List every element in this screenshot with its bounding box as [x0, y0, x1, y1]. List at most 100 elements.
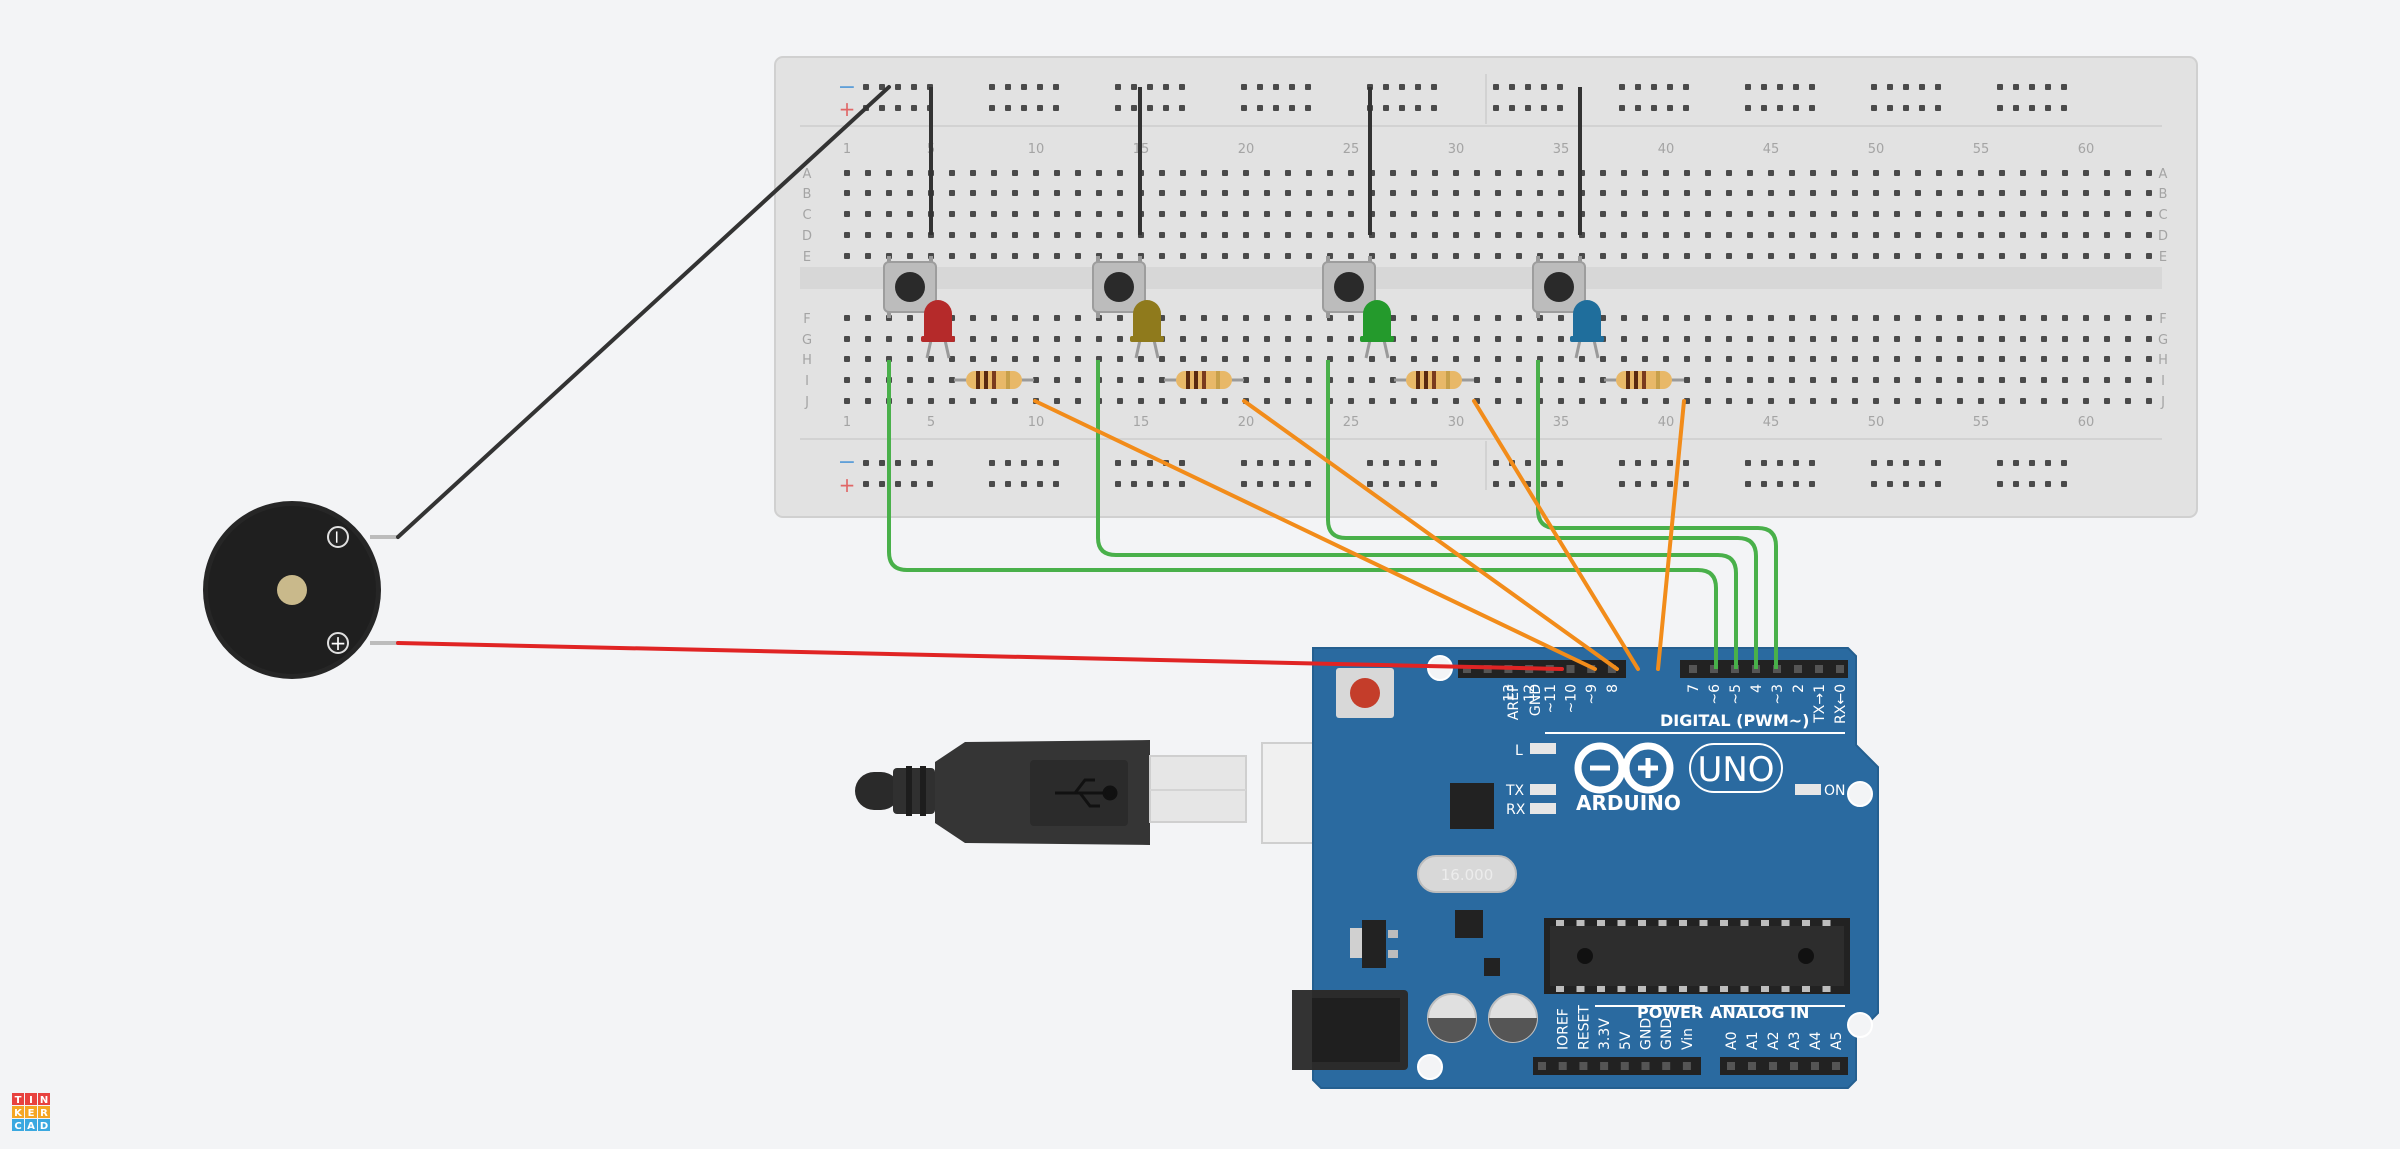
row-label: G: [802, 333, 812, 348]
wire-orange-led-3[interactable]: [1472, 399, 1640, 671]
row-label: G: [2158, 333, 2168, 348]
push-button-1[interactable]: [883, 256, 937, 318]
breadboard-holes[interactable]: [844, 84, 2152, 487]
logo-letter: E: [28, 1108, 35, 1119]
breadboard[interactable]: 1155101015152020252530303535404045455050…: [774, 56, 2198, 518]
atmega-chip: [1544, 918, 1850, 994]
pin-label: 12: [1522, 684, 1538, 702]
logo-tile: [12, 1106, 24, 1118]
row-label: H: [802, 353, 812, 368]
pin-label: A1: [1745, 1032, 1761, 1050]
buzzer-negative-symbol: −: [326, 529, 347, 544]
wire-green-button-1[interactable]: [887, 360, 1718, 669]
piezo-buzzer[interactable]: − +: [203, 501, 398, 679]
column-label: 55: [1973, 415, 1990, 430]
crystal-oscillator: 16.000: [1417, 855, 1517, 893]
wire-orange-led-2[interactable]: [1242, 399, 1619, 671]
logo-tile: [38, 1106, 50, 1118]
arduino-logo: ARDUINO UNO: [1574, 742, 1783, 815]
led-yellow[interactable]: [1130, 300, 1164, 359]
row-label: F: [2159, 312, 2166, 327]
row-label: C: [802, 208, 811, 223]
pin-label: GND: [1639, 1018, 1655, 1050]
logo-tile: [25, 1106, 37, 1118]
resistor-2[interactable]: [1164, 371, 1244, 389]
wire-green-button-3[interactable]: [1326, 360, 1758, 669]
led-blue[interactable]: [1570, 300, 1604, 359]
led-red[interactable]: [921, 300, 955, 359]
row-label: A: [2159, 167, 2168, 182]
resistor-3[interactable]: [1394, 371, 1474, 389]
pin-label: GND: [1528, 684, 1544, 716]
pin-label: 5V: [1618, 1031, 1634, 1050]
voltage-regulator: [1350, 920, 1398, 968]
row-label: I: [2161, 374, 2165, 389]
rail-plus-top: +: [839, 97, 856, 121]
reset-button[interactable]: [1336, 668, 1394, 718]
pin-label: 8: [1605, 684, 1621, 693]
breadboard-labels: 1155101015152020252530303535404045455050…: [802, 142, 2168, 430]
wires[interactable]: [396, 85, 1778, 671]
logo-letter: R: [40, 1108, 48, 1119]
logo-letter: A: [27, 1121, 35, 1132]
power-jack: [1292, 990, 1408, 1070]
wire-orange-led-4[interactable]: [1656, 399, 1686, 671]
column-label: 35: [1553, 142, 1570, 157]
pin-label: ~9: [1584, 684, 1600, 705]
column-label: 30: [1448, 415, 1465, 430]
led-l-label: L: [1515, 743, 1523, 759]
logo-letter: I: [29, 1095, 33, 1106]
push-button-4[interactable]: [1532, 256, 1586, 318]
logo-tile: [12, 1119, 24, 1131]
pin-label: RESET: [1576, 1005, 1592, 1050]
pin-label: 2: [1791, 684, 1807, 693]
rail-plus-bottom: +: [839, 473, 856, 497]
row-label: E: [803, 250, 811, 265]
pin-label: A2: [1766, 1032, 1782, 1050]
pin-label: IOREF: [1556, 1008, 1572, 1050]
logo-tile: [12, 1093, 24, 1105]
analog-header-label: ANALOG IN: [1710, 1003, 1809, 1022]
pin-label: 4: [1749, 684, 1765, 693]
usb-icon: [1055, 778, 1118, 808]
wire-buzzer-ground[interactable]: [396, 85, 891, 539]
wire-buzzer-signal[interactable]: [396, 641, 1564, 671]
arduino-model: UNO: [1697, 750, 1774, 790]
status-leds: L TX RX ON: [1505, 743, 1846, 818]
wire-orange-led-1[interactable]: [1033, 399, 1597, 671]
buzzer-positive-symbol: +: [330, 631, 347, 655]
breadboard-components[interactable]: [883, 256, 1684, 389]
column-label: 50: [1868, 415, 1885, 430]
logo-letter: T: [15, 1095, 22, 1106]
logo-letter: C: [14, 1121, 21, 1132]
pin-label: ~3: [1770, 684, 1786, 705]
wire-green-button-4[interactable]: [1536, 360, 1778, 669]
row-label: F: [803, 312, 810, 327]
row-label: H: [2158, 353, 2168, 368]
pin-label: ~5: [1728, 684, 1744, 705]
pin-label: 7: [1686, 684, 1702, 693]
digital-header-label: DIGITAL (PWM~): [1660, 711, 1809, 730]
column-label: 20: [1238, 415, 1255, 430]
wire-green-button-2[interactable]: [1096, 360, 1738, 669]
row-label: B: [803, 187, 812, 202]
led-tx-label: TX: [1505, 783, 1525, 799]
capacitors: [1427, 993, 1538, 1043]
row-label: C: [2158, 208, 2167, 223]
push-button-3[interactable]: [1322, 256, 1376, 318]
rail-minus-top: −: [838, 75, 856, 100]
resistor-4[interactable]: [1604, 371, 1684, 389]
column-label: 40: [1658, 415, 1675, 430]
power-header-label: POWER: [1637, 1003, 1703, 1022]
crystal-label: 16.000: [1441, 866, 1494, 884]
led-green[interactable]: [1360, 300, 1394, 359]
resistor-1[interactable]: [954, 371, 1034, 389]
pin-label: ~11: [1543, 684, 1559, 714]
logo-letter: K: [14, 1108, 23, 1119]
pin-label: A3: [1787, 1032, 1803, 1050]
row-label: A: [803, 167, 812, 182]
